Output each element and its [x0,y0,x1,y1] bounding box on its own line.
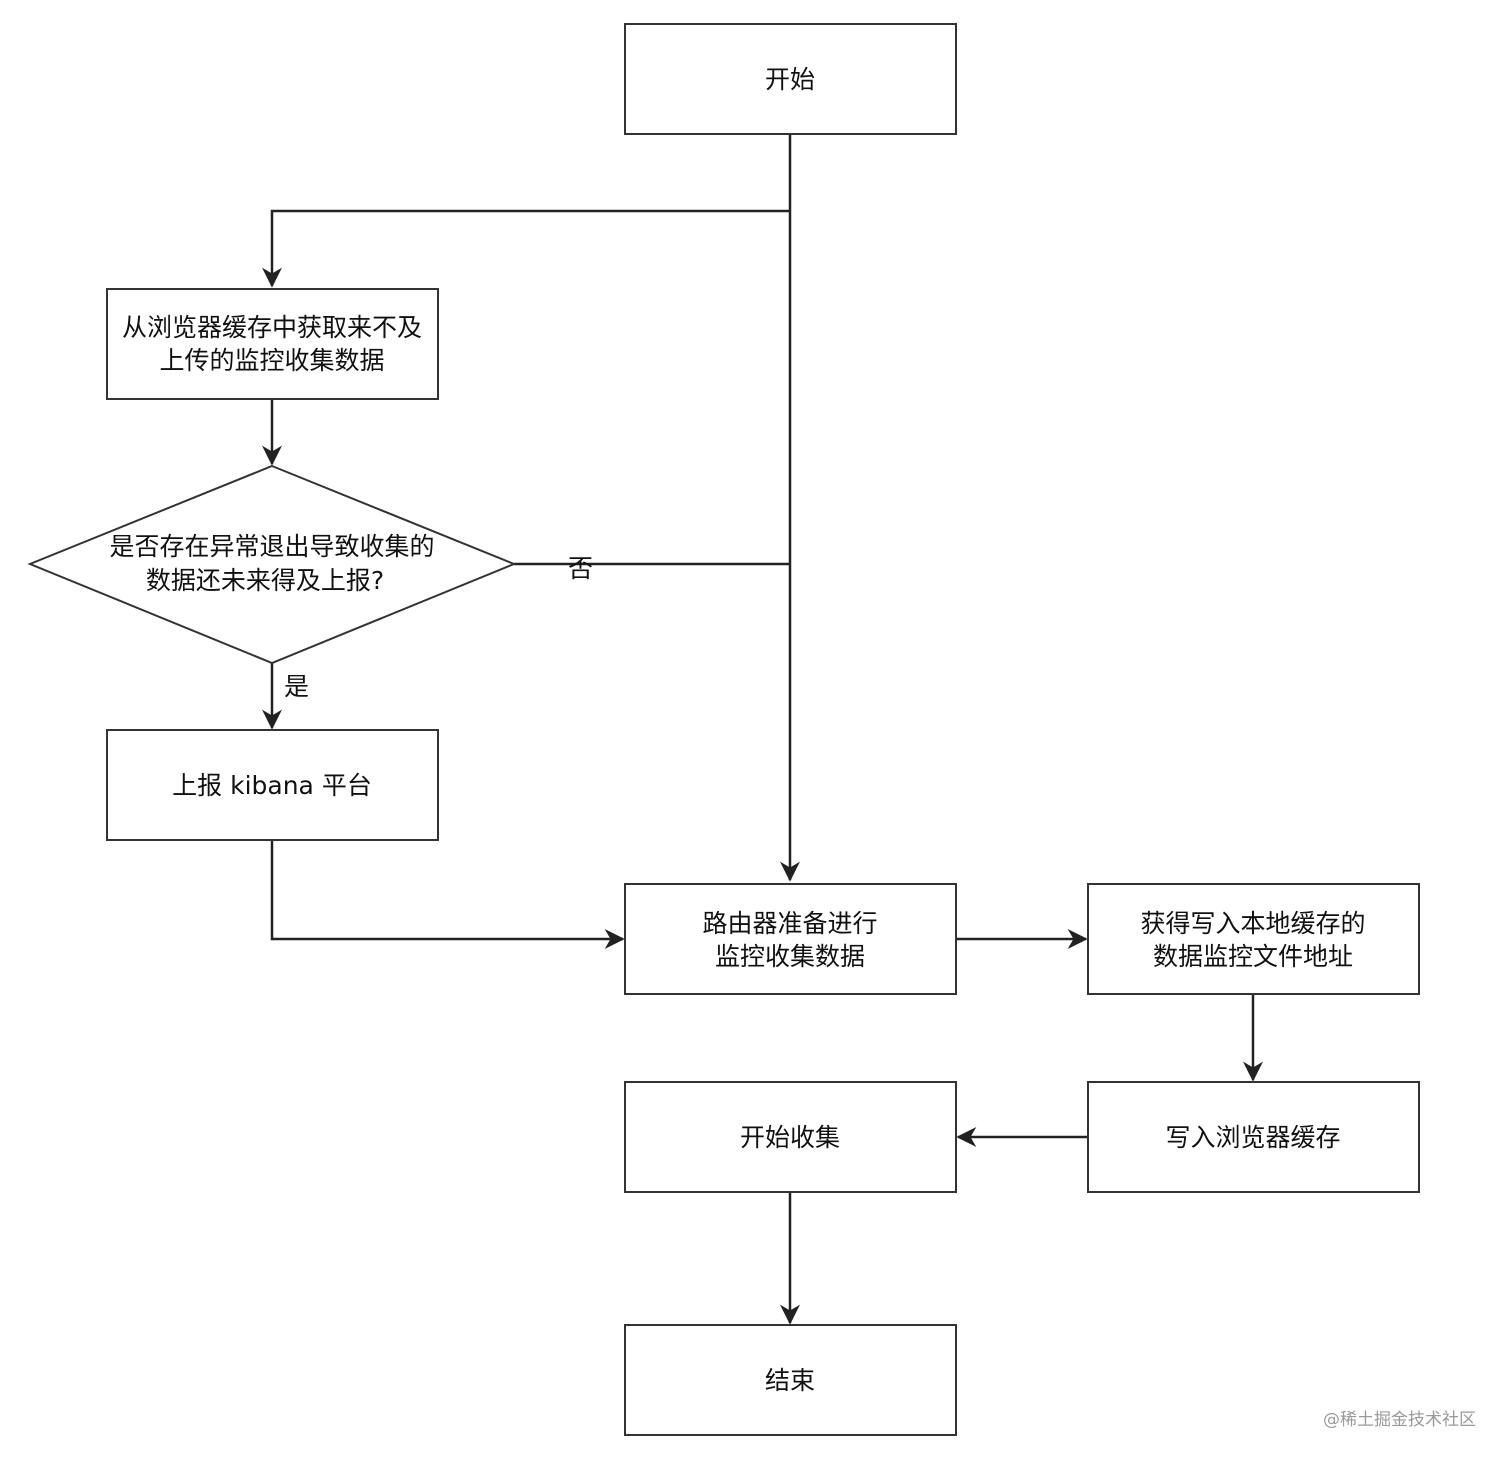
node-router-line-2: 监控收集数据 [715,942,865,971]
node-fetch-cache-line-2: 上传的监控收集数据 [159,346,384,375]
node-write-cache-label: 写入浏览器缓存 [1165,1123,1340,1152]
node-start-label: 开始 [765,65,815,94]
node-start-collect: 开始收集 [624,1081,957,1193]
node-get-addr-line-1: 获得写入本地缓存的 [1140,909,1365,938]
node-end: 结束 [624,1324,957,1436]
node-write-cache: 写入浏览器缓存 [1087,1081,1420,1193]
node-fetch-cache-line-1: 从浏览器缓存中获取来不及 [122,313,422,342]
edge-label-no: 否 [568,554,593,583]
node-start: 开始 [624,23,957,135]
watermark-text: @稀土掘金技术社区 [1323,1410,1476,1430]
node-fetch-cache: 从浏览器缓存中获取来不及 上传的监控收集数据 [106,288,439,400]
node-get-addr-line-2: 数据监控文件地址 [1153,942,1353,971]
edges [262,135,1263,1325]
node-decision: 是否存在异常退出导致收集的 数据还未来得及上报? [27,464,517,665]
node-decision-line-2: 数据还未来得及上报? [146,566,384,595]
node-report: 上报 kibana 平台 [106,729,439,841]
edge-label-yes: 是 [284,672,309,701]
node-router-line-1: 路由器准备进行 [702,909,877,938]
node-start-collect-label: 开始收集 [740,1123,840,1152]
node-end-label: 结束 [765,1366,815,1395]
node-decision-line-1: 是否存在异常退出导致收集的 [109,532,434,561]
nodes: 开始 从浏览器缓存中获取来不及 上传的监控收集数据 是否存在异常退出导致收集的 … [27,23,1420,1436]
edge-start-to-fetch-cache [262,209,790,288]
edge-report-to-router [270,840,625,949]
node-get-addr: 获得写入本地缓存的 数据监控文件地址 [1087,883,1420,995]
node-router: 路由器准备进行 监控收集数据 [624,883,957,995]
node-report-label: 上报 kibana 平台 [172,771,372,800]
